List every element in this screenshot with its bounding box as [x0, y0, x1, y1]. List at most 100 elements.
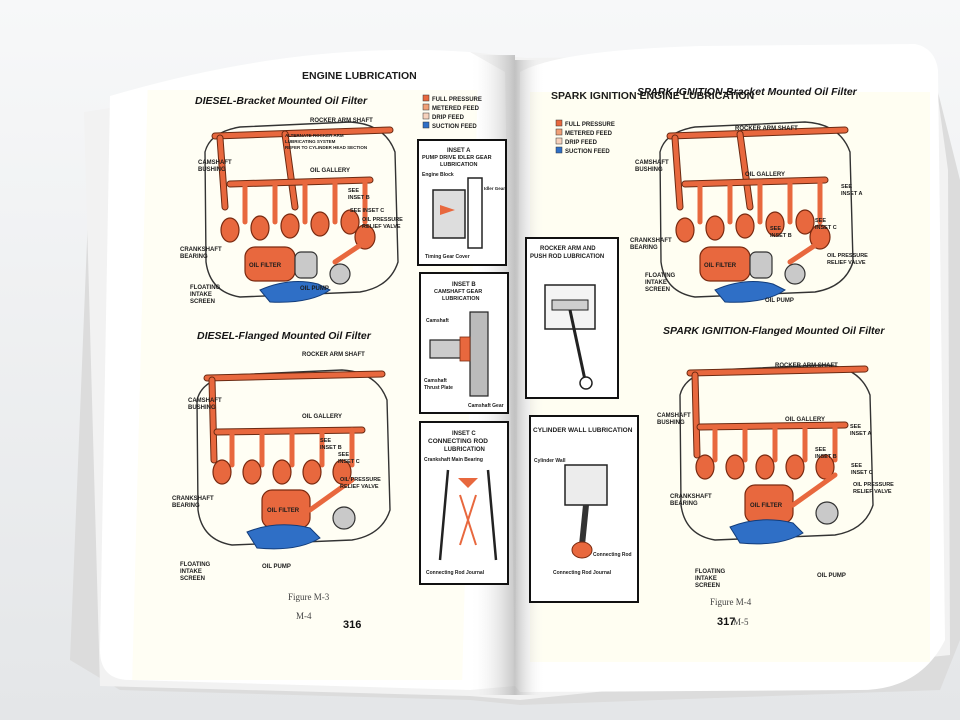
label-r-oil-pressure-2: RELIEF VALVE: [827, 260, 866, 266]
label-see-inset-b-2: INSET B: [348, 195, 370, 201]
diesel-flanged-diagram: ROCKER ARM SHAFT CAMSHAFT BUSHING OIL GA…: [172, 352, 390, 582]
inset-b-thrust-2: Thrust Plate: [424, 385, 453, 391]
label-rb-see-a-2: INSET A: [850, 431, 872, 437]
left-page-number: 316: [343, 619, 361, 631]
label-r-crankshaft-2: BEARING: [630, 245, 658, 251]
label-oil-pressure-2: RELIEF VALVE: [362, 224, 401, 230]
label-rb-camshaft-2: BUSHING: [657, 420, 685, 426]
label-rb-oil-pump: OIL PUMP: [817, 573, 846, 579]
label-r-floating-1: FLOATING: [645, 273, 676, 279]
label-camshaft-bushing-1: CAMSHAFT: [198, 160, 232, 166]
label-r-see-c-2: INSET C: [815, 225, 837, 231]
legend-suction-label: SUCTION FEED: [432, 124, 477, 130]
inset-c-box: INSET C CONNECTING ROD LUBRICATION Crank…: [419, 421, 509, 585]
label-r-rocker: ROCKER ARM SHAFT: [735, 126, 798, 132]
label-oil-gallery: OIL GALLERY: [310, 168, 350, 174]
left-print-area: [132, 90, 478, 680]
legend-swatch-drip: [422, 112, 430, 120]
label-crankshaft-b1: CRANKSHAFT: [172, 496, 214, 502]
cylinder-inset-title: CYLINDER WALL LUBRICATION: [533, 427, 633, 434]
label-oil-pressure-1: OIL PRESSURE: [362, 217, 403, 223]
label-see-inset-b-b1: SEE: [320, 438, 331, 444]
inset-b-title-1: INSET B: [452, 282, 476, 288]
label-oil-pump: OIL PUMP: [300, 286, 329, 292]
label-alt-note-1: ALTERNATE ROCKER ARM: [285, 133, 344, 138]
legend-r-swatch-full: [555, 119, 563, 127]
label-rb-see-c-2: INSET C: [851, 470, 873, 476]
left-figure-caption: Figure M-3: [288, 592, 330, 602]
label-floating-b1: FLOATING: [180, 562, 211, 568]
label-r-camshaft-2: BUSHING: [635, 167, 663, 173]
label-rb-oil-pressure-2: RELIEF VALVE: [853, 489, 892, 495]
label-crankshaft-1: CRANKSHAFT: [180, 247, 222, 253]
right-bottom-title: SPARK IGNITION-Flanged Mounted Oil Filte…: [663, 325, 885, 337]
label-rb-crankshaft-1: CRANKSHAFT: [670, 494, 712, 500]
label-crankshaft-2: BEARING: [180, 254, 208, 260]
legend-r-swatch-suction: [555, 146, 563, 154]
inset-b-camshaft: Camshaft: [426, 318, 449, 324]
inset-b-cam-gear: Camshaft Gear: [468, 403, 504, 409]
inset-b-box: INSET B CAMSHAFT GEAR LUBRICATION Camsha…: [419, 272, 509, 414]
inset-b-title-3: LUBRICATION: [442, 296, 480, 302]
label-r-see-a-2: INSET A: [841, 191, 863, 197]
left-page-code: M-4: [296, 611, 312, 621]
label-r-oil-pressure-1: OIL PRESSURE: [827, 253, 868, 259]
label-rb-see-b-2: INSET B: [815, 454, 837, 460]
inset-c-title-1: INSET C: [452, 431, 476, 437]
label-rb-see-c-1: SEE: [851, 463, 862, 469]
label-rb-floating-1: FLOATING: [695, 569, 726, 575]
cylinder-wall-inset: CYLINDER WALL LUBRICATION Cylinder Wall …: [529, 415, 639, 603]
label-rb-floating-2: INTAKE: [695, 576, 717, 582]
inset-a-title-2: PUMP DRIVE IDLER GEAR: [422, 155, 492, 161]
inset-a-engine-block: Engine Block: [422, 172, 454, 178]
diesel-bracket-diagram: ROCKER ARM SHAFT ALTERNATE ROCKER ARM LU…: [180, 118, 403, 305]
label-floating-b2: INTAKE: [180, 569, 202, 575]
label-r-see-b-1: SEE: [770, 226, 781, 232]
legend-r-drip-label: DRIP FEED: [565, 140, 598, 146]
right-page-code: M-5: [733, 617, 749, 627]
legend-swatch-metered: [422, 103, 430, 111]
label-rocker-arm-shaft: ROCKER ARM SHAFT: [310, 118, 373, 124]
cylinder-inset-wall: Cylinder Wall: [534, 458, 566, 464]
legend-r-swatch-metered: [555, 128, 563, 136]
label-rb-floating-3: SCREEN: [695, 583, 720, 589]
right-legend: FULL PRESSURE METERED FEED DRIP FEED SUC…: [555, 119, 615, 155]
label-oil-pressure-b2: RELIEF VALVE: [340, 484, 379, 490]
label-rb-crankshaft-2: BEARING: [670, 501, 698, 507]
cylinder-inset-journal: Connecting Rod Journal: [553, 570, 612, 576]
inset-a-timing-cover: Timing Gear Cover: [425, 254, 470, 260]
label-rocker-arm-shaft-b: ROCKER ARM SHAFT: [302, 352, 365, 358]
legend-swatch-suction: [422, 121, 430, 129]
label-r-see-b-2: INSET B: [770, 233, 792, 239]
label-r-floating-2: INTAKE: [645, 280, 667, 286]
left-top-title: DIESEL-Bracket Mounted Oil Filter: [195, 95, 368, 107]
label-rb-rocker: ROCKER ARM SHAFT: [775, 363, 838, 369]
label-see-inset-c: SEE INSET C: [350, 208, 384, 214]
legend-drip-label: DRIP FEED: [432, 115, 465, 121]
inset-c-main-bearing: Crankshaft Main Bearing: [424, 457, 483, 463]
legend-metered-label: METERED FEED: [432, 106, 480, 112]
rocker-inset-title-1: ROCKER ARM AND: [540, 246, 596, 252]
left-bottom-title: DIESEL-Flanged Mounted Oil Filter: [197, 330, 372, 342]
label-rb-oil-filter: OIL FILTER: [750, 503, 783, 509]
label-floating-1: FLOATING: [190, 285, 221, 291]
right-header: SPARK IGNITION ENGINE LUBRICATION: [551, 90, 754, 102]
label-r-see-a-1: SEE: [841, 184, 852, 190]
label-camshaft-bushing-2: BUSHING: [198, 167, 226, 173]
label-r-oil-pump: OIL PUMP: [765, 298, 794, 304]
rocker-inset-title-2: PUSH ROD LUBRICATION: [530, 254, 604, 260]
right-top-title: SPARK IGNITION-Bracket Mounted Oil Filte…: [637, 86, 858, 98]
label-r-crankshaft-1: CRANKSHAFT: [630, 238, 672, 244]
label-rb-oil-pressure-1: OIL PRESSURE: [853, 482, 894, 488]
legend-swatch-full: [422, 94, 430, 102]
label-r-oil-filter: OIL FILTER: [704, 263, 737, 269]
label-alt-note-3: REFER TO CYLINDER HEAD SECTION: [285, 145, 367, 150]
cylinder-inset-rod: Connecting Rod: [593, 552, 632, 558]
inset-a-title-3: LUBRICATION: [440, 162, 478, 168]
label-camshaft-bushing-b1: CAMSHAFT: [188, 398, 222, 404]
label-alt-note-2: LUBRICATING SYSTEM: [285, 139, 336, 144]
legend-r-metered-label: METERED FEED: [565, 131, 613, 137]
legend-r-swatch-drip: [555, 137, 563, 145]
inset-a-title-1: INSET A: [447, 148, 471, 154]
